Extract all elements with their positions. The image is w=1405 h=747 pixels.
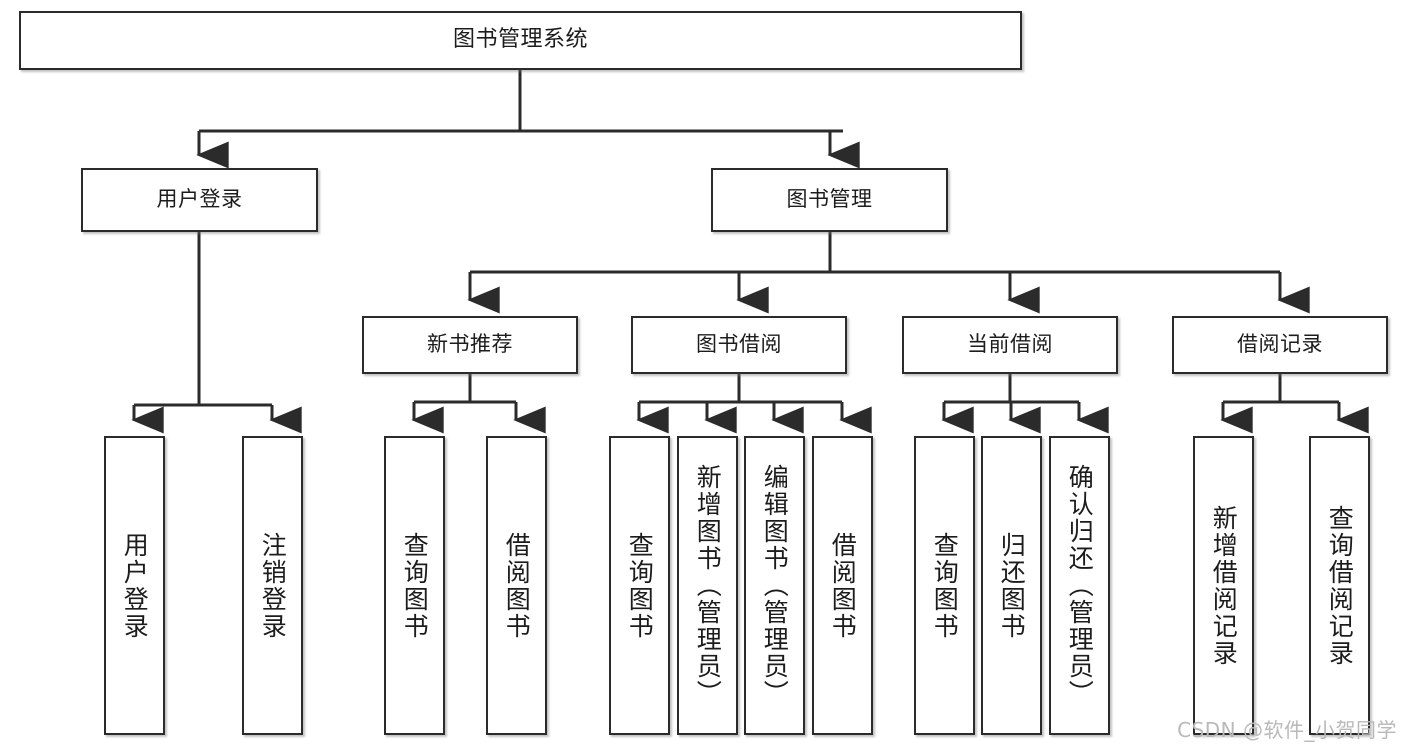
- node-book-borrow-label: 图书借阅: [696, 332, 782, 357]
- node-root[interactable]: 图书管理系统: [19, 11, 1022, 70]
- leaf-logout[interactable]: 注销登录: [242, 436, 303, 735]
- node-book-management[interactable]: 图书管理: [711, 168, 948, 232]
- node-book-borrow[interactable]: 图书借阅: [631, 316, 847, 374]
- node-current-borrow[interactable]: 当前借阅: [902, 316, 1118, 374]
- leaf-borrow-book-2[interactable]: 借阅图书: [812, 436, 873, 735]
- leaf-return-book-label: 归还图书: [997, 531, 1027, 640]
- leaf-user-login[interactable]: 用户登录: [104, 436, 165, 735]
- leaf-query-book-1[interactable]: 查询图书: [384, 436, 445, 735]
- node-borrow-record-label: 借阅记录: [1237, 332, 1323, 357]
- node-user-login-label: 用户登录: [156, 187, 243, 212]
- leaf-add-borrow-record-label: 新增借阅记录: [1209, 504, 1239, 667]
- node-new-book-recommend[interactable]: 新书推荐: [362, 316, 578, 374]
- leaf-borrow-book-1-label: 借阅图书: [502, 531, 532, 640]
- node-root-label: 图书管理系统: [452, 27, 588, 53]
- node-book-management-label: 图书管理: [786, 187, 873, 212]
- leaf-confirm-return-admin[interactable]: 确认归还（管理员）: [1049, 436, 1110, 735]
- node-user-login[interactable]: 用户登录: [81, 168, 318, 232]
- leaf-logout-label: 注销登录: [258, 531, 288, 640]
- leaf-add-borrow-record[interactable]: 新增借阅记录: [1193, 436, 1254, 735]
- node-new-book-recommend-label: 新书推荐: [427, 332, 513, 357]
- leaf-borrow-book-2-label: 借阅图书: [828, 531, 858, 640]
- node-current-borrow-label: 当前借阅: [967, 332, 1053, 357]
- leaf-query-book-2-label: 查询图书: [625, 531, 655, 640]
- leaf-borrow-book-1[interactable]: 借阅图书: [486, 436, 547, 735]
- leaf-query-borrow-record[interactable]: 查询借阅记录: [1309, 436, 1370, 735]
- leaf-edit-book-admin[interactable]: 编辑图书（管理员）: [744, 436, 805, 735]
- csdn-watermark: CSDN @软件_小贺同学: [1177, 718, 1397, 742]
- leaf-add-book-admin[interactable]: 新增图书（管理员）: [677, 436, 738, 735]
- leaf-add-book-admin-label: 新增图书（管理员）: [693, 464, 723, 707]
- leaf-query-book-2[interactable]: 查询图书: [609, 436, 670, 735]
- node-borrow-record[interactable]: 借阅记录: [1172, 316, 1388, 374]
- leaf-query-book-3[interactable]: 查询图书: [914, 436, 975, 735]
- leaf-confirm-return-admin-label: 确认归还（管理员）: [1065, 464, 1095, 707]
- leaf-query-book-1-label: 查询图书: [400, 531, 430, 640]
- leaf-query-book-3-label: 查询图书: [930, 531, 960, 640]
- leaf-query-borrow-record-label: 查询借阅记录: [1325, 504, 1355, 667]
- leaf-return-book[interactable]: 归还图书: [981, 436, 1042, 735]
- leaf-user-login-label: 用户登录: [120, 531, 150, 640]
- leaf-edit-book-admin-label: 编辑图书（管理员）: [760, 464, 790, 707]
